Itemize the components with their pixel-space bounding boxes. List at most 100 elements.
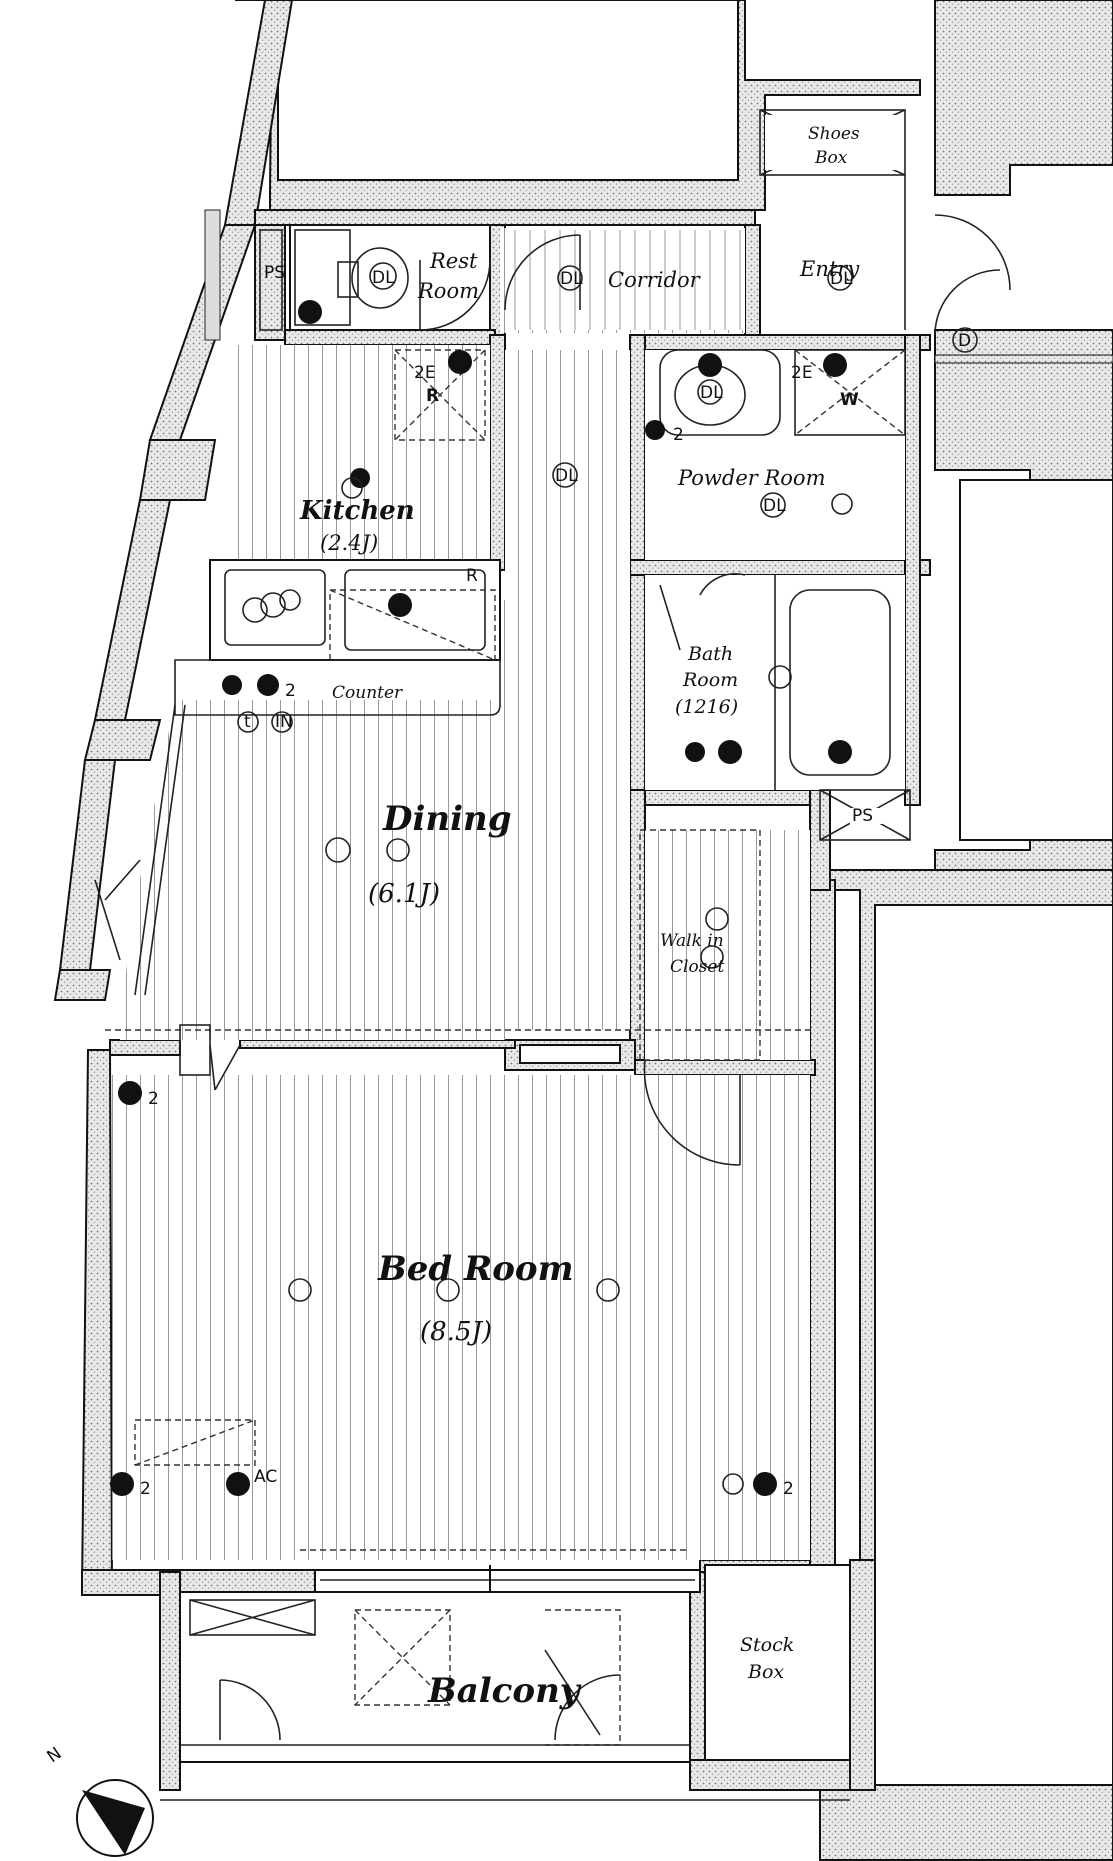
stock-box-label-2: Box xyxy=(747,1661,784,1683)
outlet-icon xyxy=(388,593,412,617)
stock-box xyxy=(704,1564,851,1761)
ceiling-light-icon xyxy=(831,493,853,515)
outlet-icon xyxy=(718,740,742,764)
outlet-icon xyxy=(448,350,472,374)
outlet-icon xyxy=(828,740,852,764)
corridor-area xyxy=(504,109,1113,364)
walk-in-closet xyxy=(105,829,815,1166)
rest-room-label-2: Room xyxy=(417,279,479,303)
2e-label: 2E xyxy=(791,363,813,383)
two-label: 2 xyxy=(285,681,296,701)
outlet-icon xyxy=(118,1081,142,1105)
kitchen xyxy=(174,349,501,716)
outlet-icon xyxy=(222,675,242,695)
outlet-icon xyxy=(722,1473,744,1495)
ceiling-light-icon xyxy=(436,1278,460,1302)
two-label: 2 xyxy=(673,425,684,445)
stock-box-label-1: Stock xyxy=(740,1634,794,1656)
floors xyxy=(112,228,810,1560)
corridor-label: Corridor xyxy=(608,268,702,292)
r-label: R xyxy=(426,386,439,406)
bath-room-label-1: Bath xyxy=(687,643,733,665)
dl-label: DL xyxy=(555,466,578,486)
ac-label: AC xyxy=(254,1467,277,1487)
rest-room xyxy=(289,224,491,331)
bath-room-label-2: Room xyxy=(682,669,738,691)
bed-room-details xyxy=(134,1419,701,1598)
downlight-icon xyxy=(760,492,786,518)
fixtures xyxy=(110,262,978,1496)
d-label: D xyxy=(958,331,971,351)
downlight-icon xyxy=(697,379,723,405)
bed-room-size: (8.5J) xyxy=(420,1317,492,1347)
powder-room-label: Powder Room xyxy=(677,466,826,490)
walk-in-closet-label-1: Walk in xyxy=(660,931,724,951)
shoes-box-label-2: Box xyxy=(814,148,848,168)
dining-label: Dining xyxy=(382,799,512,839)
bath-room-size: (1216) xyxy=(675,696,738,718)
downlight-icon xyxy=(552,462,578,488)
compass: N xyxy=(44,1744,154,1857)
pendant-light-icon xyxy=(325,837,351,863)
rest-room-label-1: Rest xyxy=(429,249,478,273)
in-label: IN xyxy=(275,712,293,732)
fixture-labels: PS PS DL DL DL DL DL DL D R R W 2E 2E 2 … xyxy=(140,263,971,1499)
two-label: 2 xyxy=(783,1479,794,1499)
dl-label: DL xyxy=(700,383,723,403)
powder-room xyxy=(645,349,906,560)
entry-label: Entry xyxy=(799,257,860,281)
bed-room-label: Bed Room xyxy=(377,1249,574,1289)
r-label: R xyxy=(466,566,478,586)
induction-icon xyxy=(271,711,293,733)
dl-label: DL xyxy=(372,268,395,288)
outlet-icon xyxy=(257,674,279,696)
w-label: W xyxy=(840,390,859,410)
counter-label: Counter xyxy=(332,683,403,703)
dl-label: DL xyxy=(560,269,583,289)
ceiling-light-icon xyxy=(386,838,410,862)
outlet-icon xyxy=(698,353,722,377)
ceiling-light-icon xyxy=(596,1278,620,1302)
two-label: 2 xyxy=(140,1479,151,1499)
balcony xyxy=(160,1591,850,1801)
outlet-icon xyxy=(350,468,370,488)
outlet-icon xyxy=(110,1472,134,1496)
outlet-icon xyxy=(823,353,847,377)
door-intercom-icon xyxy=(952,327,978,353)
ps-label: PS xyxy=(264,263,285,283)
north-label: N xyxy=(44,1744,66,1768)
outlet-icon xyxy=(237,711,259,733)
window-details xyxy=(94,704,241,1091)
neighbor-units xyxy=(235,0,1113,1861)
dl-label: DL xyxy=(830,269,853,289)
2e-label: 2E xyxy=(414,363,436,383)
north-arrow-icon xyxy=(82,1790,145,1855)
ceiling-light-icon xyxy=(288,1278,312,1302)
ceiling-light-icon xyxy=(705,907,729,931)
outlet-icon xyxy=(298,300,322,324)
kitchen-label: Kitchen xyxy=(299,496,415,526)
downlight-icon xyxy=(827,265,853,291)
balcony-label: Balcony xyxy=(427,1671,582,1711)
pendant-light-icon xyxy=(341,477,363,499)
shoes-box-label-1: Shoes xyxy=(808,124,860,144)
downlight-icon xyxy=(369,262,397,290)
ceiling-light-icon xyxy=(700,945,724,969)
outlet-icon xyxy=(685,742,705,762)
interior-walls xyxy=(109,224,931,1076)
outlet-icon xyxy=(645,420,665,440)
dl-label: DL xyxy=(763,496,786,516)
outlet-icon xyxy=(753,1472,777,1496)
dining-size: (6.1J) xyxy=(368,879,440,909)
room-labels: Rest Room Corridor Entry Shoes Box Kitch… xyxy=(299,124,860,1711)
ps-shafts xyxy=(259,229,911,841)
two-label: 2 xyxy=(148,1089,159,1109)
downlight-icon xyxy=(557,265,583,291)
ps-label: PS xyxy=(852,806,873,826)
kitchen-size: (2.4J) xyxy=(320,531,378,555)
t-label: t xyxy=(244,712,251,732)
switch-icon xyxy=(768,665,792,689)
walk-in-closet-label-2: Closet xyxy=(670,957,724,977)
outlet-icon xyxy=(226,1472,250,1496)
